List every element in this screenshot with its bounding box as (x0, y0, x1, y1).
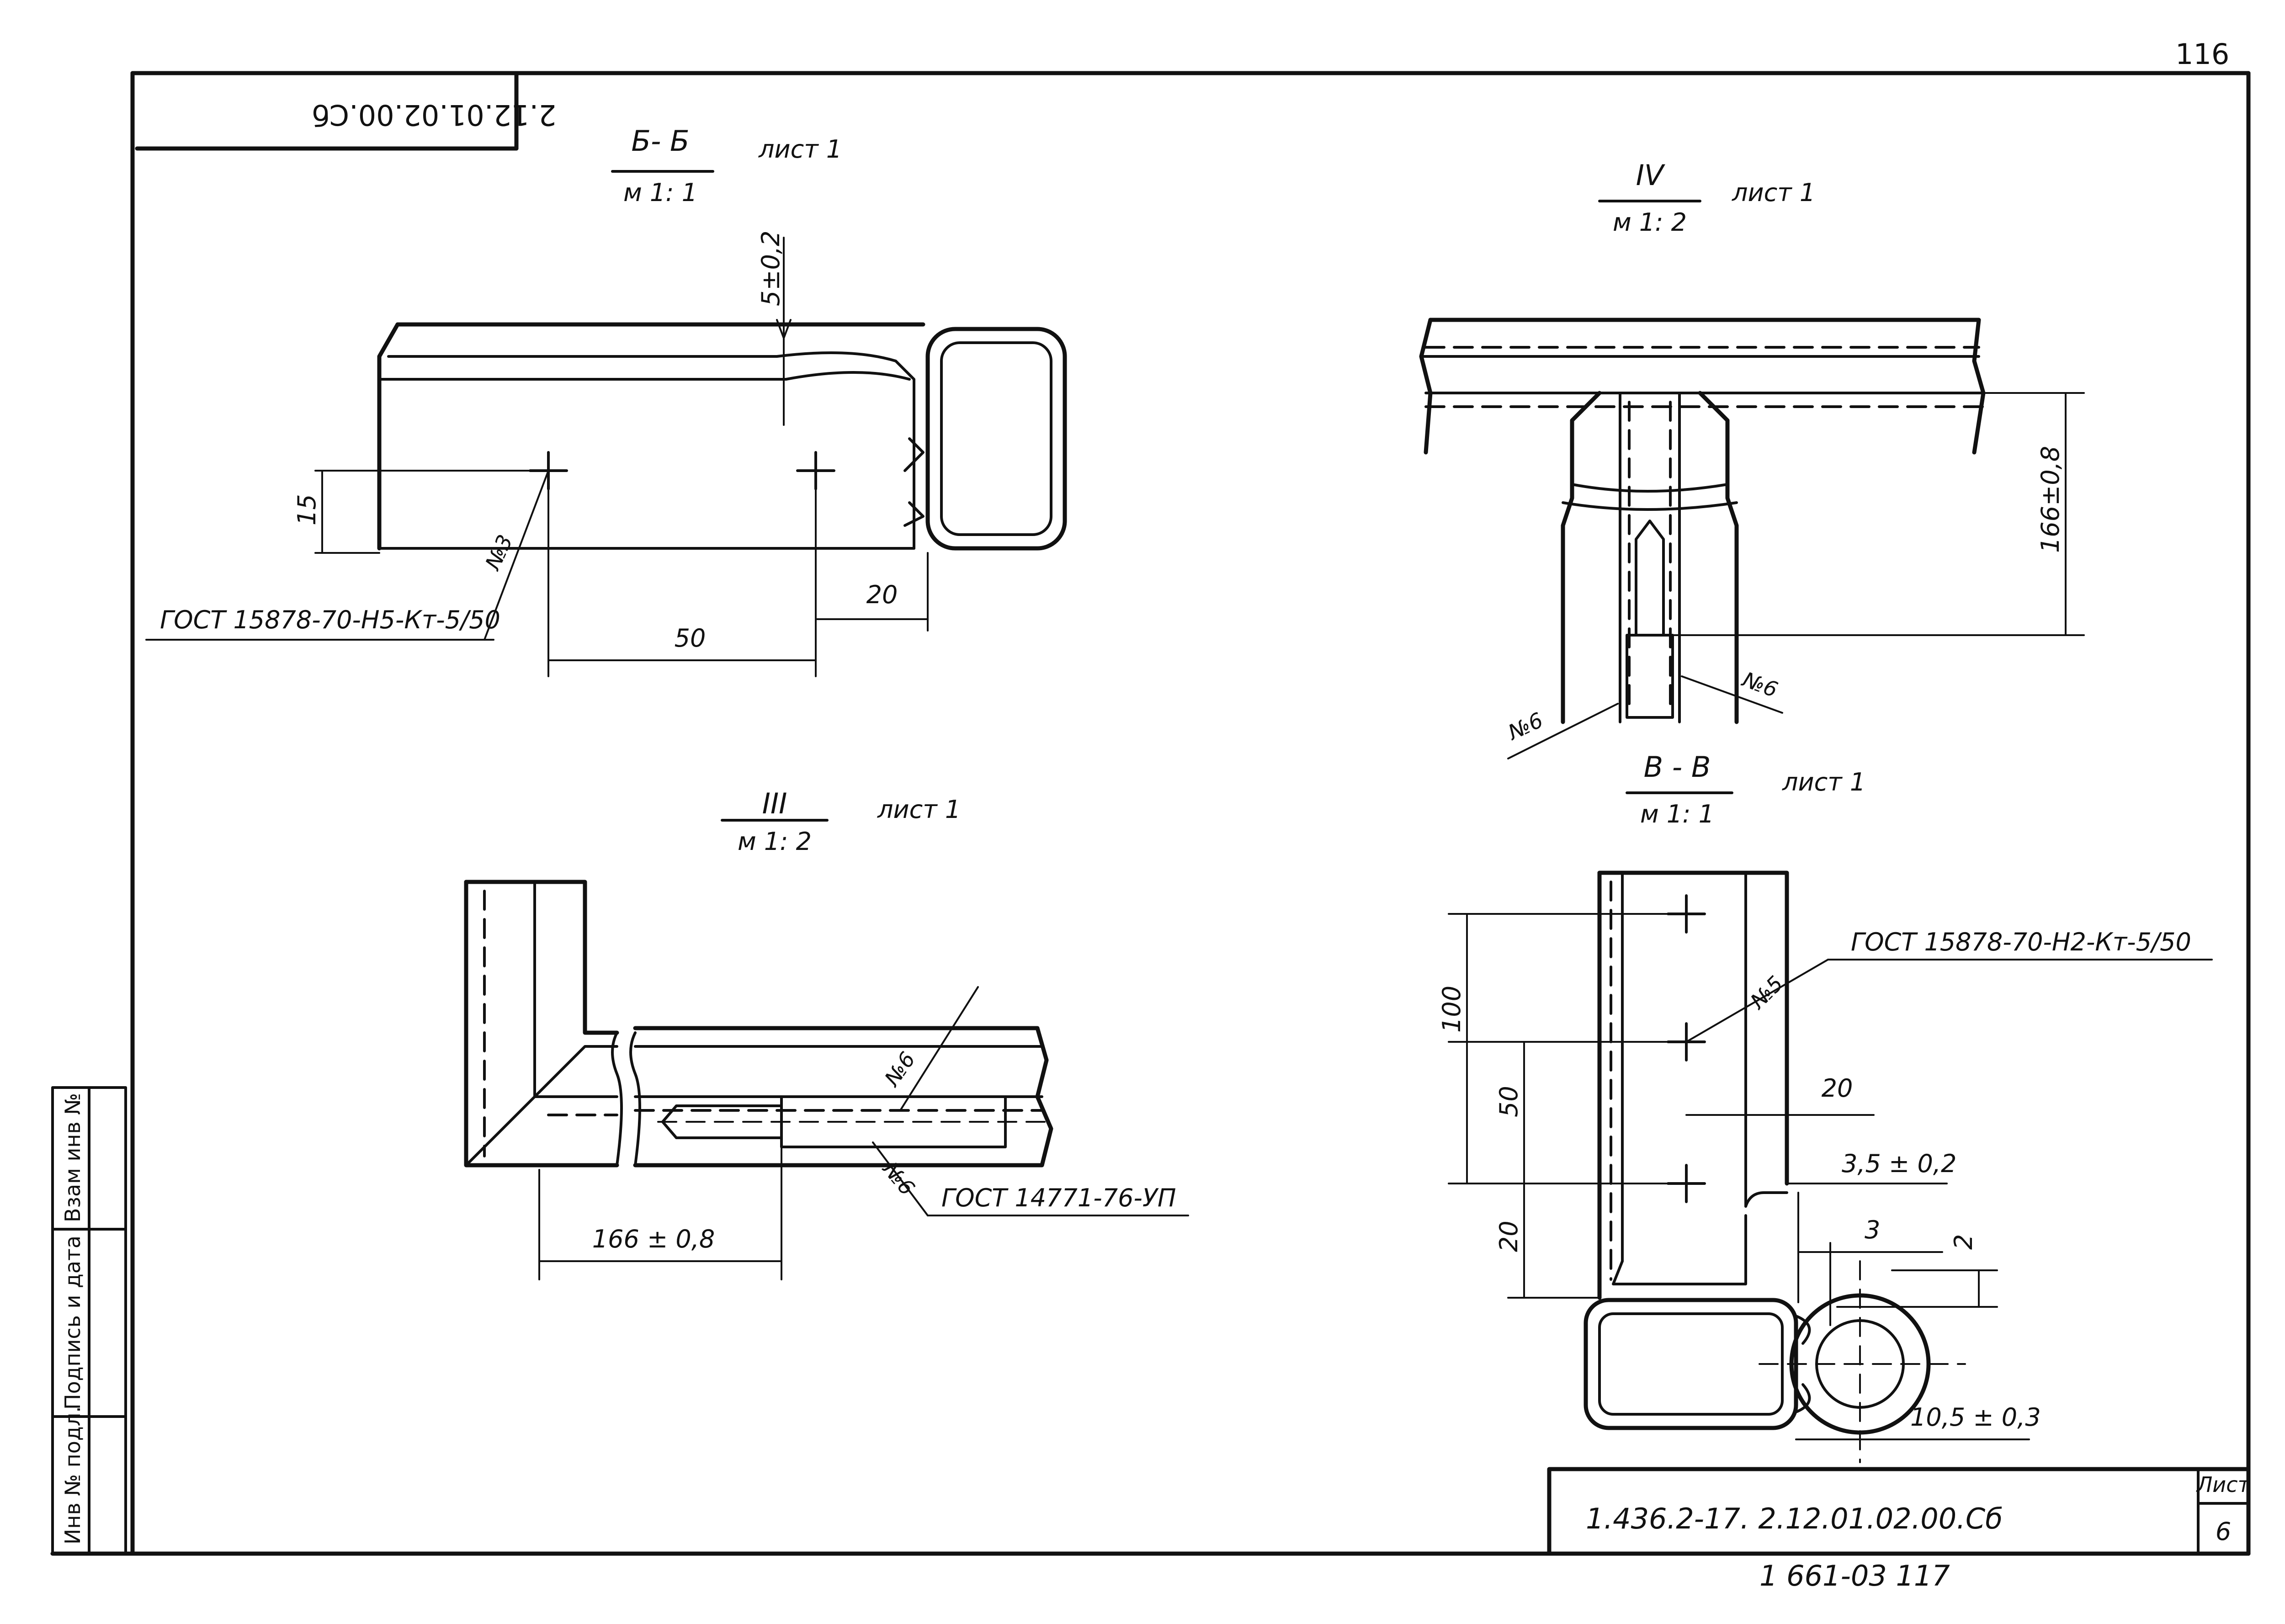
dim-vv-2: 2 (1949, 1234, 1978, 1250)
dim-iv-166: 166±0,8 (2036, 446, 2065, 553)
weld-iii-bottom: №6 (877, 1156, 920, 1200)
weld-vv-label: №5 (1744, 971, 1788, 1014)
dim-bb-20: 20 (866, 580, 898, 609)
dim-vv-100: 100 (1437, 986, 1466, 1033)
dim-bb-15: 15 (292, 494, 321, 525)
dim-vv-3: 3 (1865, 1215, 1880, 1244)
dim-vv-105: 10,5 ± 0,3 (1910, 1403, 2041, 1432)
title-sheet-label: Лист (2196, 1472, 2251, 1497)
section-vv-scale: м 1: 1 (1640, 800, 1714, 828)
section-bb-scale: м 1: 1 (623, 178, 697, 207)
section-iv-sheet: лист 1 (1732, 178, 1815, 207)
section-bb-sheet: лист 1 (758, 135, 842, 164)
gost-iii-label: ГОСТ 14771-76-УП (941, 1184, 1176, 1212)
dim-iii-166: 166 ± 0,8 (592, 1225, 715, 1253)
section-vv-title: В - В (1644, 750, 1711, 784)
title-doc-code: 1.436.2-17. 2.12.01.02.00.Сб (1586, 1502, 2003, 1535)
section-iii-title: III (762, 787, 787, 820)
gost-bb-label: ГОСТ 15878-70-Н5-Кт-5/50 (160, 605, 500, 634)
side-stamp-col1: Инв № подл. (60, 1406, 85, 1544)
gost-vv-label: ГОСТ 15878-70-Н2-Кт-5/50 (1851, 928, 2191, 956)
dim-vv-50: 50 (1494, 1086, 1523, 1117)
section-iii-sheet: лист 1 (877, 795, 961, 824)
section-iii-scale: м 1: 2 (738, 827, 812, 856)
section-iv-title: IV (1636, 159, 1666, 192)
dim-bb-50: 50 (675, 624, 706, 653)
section-bb-title: Б- Б (631, 124, 689, 158)
dim-bb-5: 5±0,2 (756, 231, 785, 306)
side-stamp-col2: Подпись и дата (60, 1236, 85, 1410)
side-stamp-col3: Взам инв № (60, 1093, 85, 1222)
mirrored-stamp: 2.12.01.02.00.Сб (135, 73, 557, 151)
section-iii: III м 1: 2 лист 1 №6 №6 ГОСТ 14771-76-УП (464, 787, 1189, 1280)
weld-iv-left: №6 (1503, 707, 1546, 745)
section-iv: IV м 1: 2 лист 1 166±0,8 №6 №6 (1419, 159, 2085, 759)
weld-iv-right: №6 (1738, 667, 1781, 702)
section-bb: Б- Б м 1: 1 лист 1 5±0,2 15 50 (145, 124, 1067, 677)
section-vv-sheet: лист 1 (1782, 768, 1865, 796)
footer-code: 1 661-03 117 (1759, 1559, 1950, 1592)
page-number: 116 (2175, 37, 2229, 71)
section-iv-scale: м 1: 2 (1613, 208, 1687, 237)
dim-vv-20-top: 20 (1822, 1074, 1853, 1103)
mirrored-stamp-text: 2.12.01.02.00.Сб (312, 98, 556, 132)
title-sheet-value: 6 (2216, 1517, 2231, 1546)
side-stamp: Инв № подл. Подпись и дата Взам инв № (51, 1086, 127, 1555)
title-block: 1.436.2-17. 2.12.01.02.00.Сб Лист 6 1 66… (1547, 1467, 2251, 1592)
dim-vv-20-left: 20 (1494, 1221, 1523, 1252)
dim-vv-35: 3,5 ± 0,2 (1842, 1149, 1956, 1178)
section-vv: В - В м 1: 1 лист 1 100 50 (1437, 750, 2213, 1463)
weld-iii-top: №6 (879, 1047, 920, 1092)
